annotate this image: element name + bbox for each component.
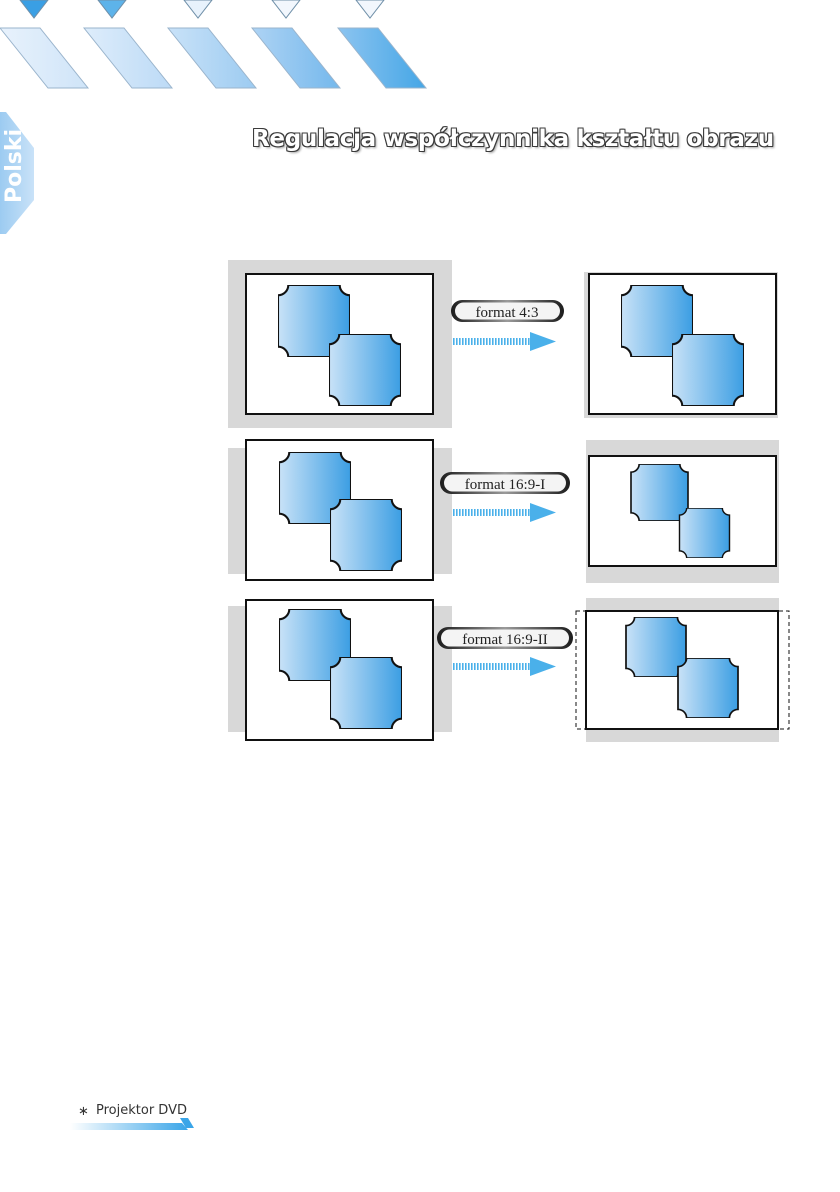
arrow-head-1 [530, 332, 556, 351]
arrow-head-3 [530, 657, 556, 676]
aspect-ratio-diagram: format 4:3 format 16:9-I format 16:9-II [0, 0, 840, 780]
format-label-4-3: format 4:3 [476, 305, 539, 321]
arrow-head-2 [530, 503, 556, 522]
arrow-shaft-1 [452, 338, 532, 345]
row-format-16-9-i [228, 440, 779, 583]
footer-star-icon: ∗ [78, 1104, 89, 1119]
format-label-16-9-ii: format 16:9-II [462, 632, 547, 648]
arrow-shaft-2 [452, 509, 532, 516]
row-format-16-9-ii [228, 598, 789, 742]
row-format-4-3 [228, 260, 778, 428]
arrow-shaft-3 [452, 663, 532, 670]
footer-underline [70, 1118, 194, 1130]
format-label-16-9-i: format 16:9-I [465, 477, 545, 493]
footer-label: Projektor DVD [96, 1103, 187, 1118]
